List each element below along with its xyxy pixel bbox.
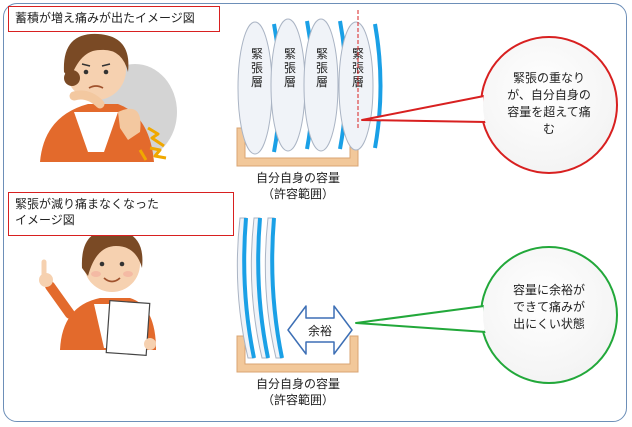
bottom-capacity-line1: 自分自身の容量 [255,377,340,391]
top-capacity-label: 自分自身の容量 （許容範囲） [237,170,359,202]
tension-plate-label-3: 緊張層 [316,47,328,89]
tension-plate-label-2: 緊張層 [284,47,296,89]
bottom-capacity-label: 自分自身の容量 （許容範囲） [237,376,359,408]
top-bubble-text: 緊張の重なりが、自分自身の容量を超えて痛む [507,71,591,136]
clipboard-paper-icon [105,300,156,356]
bottom-title-line1: 緊張が減り痛まなくなった [15,197,160,211]
woman-in-pain-illustration [40,33,177,162]
top-capacity-line1: 自分自身の容量 [255,171,340,185]
bottom-title-line2: イメージ図 [15,213,75,227]
spare-capacity-double-arrow [287,305,353,355]
bottom-bubble-pointer [355,305,487,333]
top-capacity-line2: （許容範囲） [261,187,334,201]
pain-spark-icon [138,126,167,161]
bottom-tension-plates [236,217,284,359]
bottom-bubble-text: 容量に余裕ができて痛みが出にくい状態 [512,283,585,331]
tension-plate-3 [303,18,339,152]
tension-plate-4 [338,21,374,151]
top-scenario-title: 蓄積が増え痛みが出たイメージ図 [8,6,220,32]
bottom-capacity-line2: （許容範囲） [261,393,334,407]
spare-capacity-label: 余裕 [308,323,332,338]
tension-plate-label-1: 緊張層 [251,47,263,89]
bottom-scenario-title: 緊張が減り痛まなくなった イメージ図 [8,192,234,236]
top-tension-plates [237,18,383,155]
